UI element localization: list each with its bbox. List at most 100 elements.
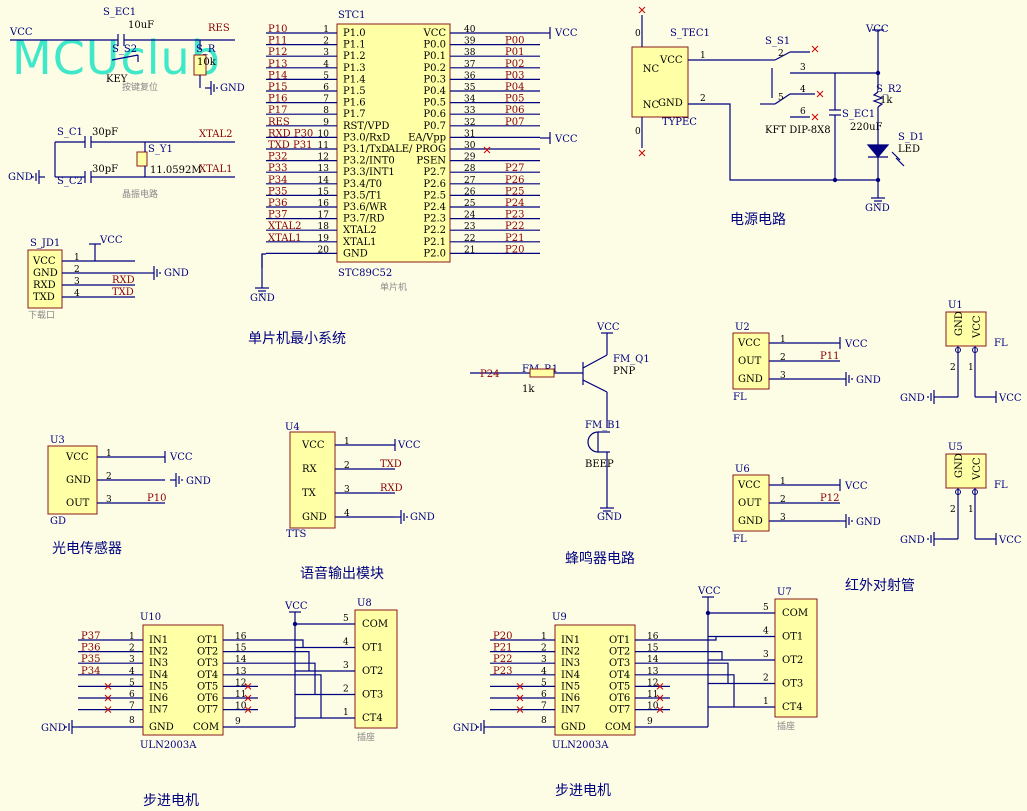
pin-number: 28 [464,164,476,174]
pin-number: 1 [700,51,706,61]
pin-number: 32 [464,118,475,128]
ir-rx-net: P11 [820,351,839,362]
uln-net-label: P22 [493,654,512,665]
mcu-net-label: P24 [505,198,524,209]
pin-number: 23 [464,222,476,232]
uln-net-label: P34 [81,666,100,677]
pin-number: 2 [323,37,329,47]
pin-number: 1 [344,437,350,447]
pin-number: 25 [464,199,476,209]
crystal-ref: S_Y1 [148,144,173,155]
pin-number: 2 [344,461,350,471]
mcu-pin-name: P2.0 [423,248,446,259]
mcu-net-label: P12 [268,47,287,58]
uln-part: ULN2003A [552,740,609,751]
pin-number: 16 [647,632,659,642]
dipsw-ref: S_S1 [765,36,790,47]
pin-number: 1 [541,632,547,642]
pin-number: 1 [763,697,769,707]
typec-type: TYPEC [662,117,697,128]
junction-dot [292,621,298,627]
mcu-net-label: P35 [268,186,287,197]
gnd-label: GND [220,83,245,94]
ir-tx-pin-vcc: VCC [972,457,983,481]
uln-out-pin: OT3 [609,658,630,669]
jd1-note: 下载口 [28,309,55,321]
mcu-pin-name: P1.4 [343,74,366,85]
pin-number: 4 [129,667,135,677]
wire [258,674,322,718]
wire [111,54,139,61]
uln-in-pin: IN3 [561,658,580,669]
mcu-pin-name: P0.4 [423,86,446,97]
ir-tx-pin-vcc: VCC [972,315,983,339]
uln-in-pin: IN2 [561,647,580,658]
wire [258,650,310,671]
crystal-body [136,151,148,167]
beep-symbol [587,431,599,453]
jd1-pin-txd: TXD [33,292,55,303]
no-connect-mark [811,113,819,121]
mcu-pin-name: P1.3 [343,63,366,74]
crystal-c2-value: 30pF [92,164,118,175]
ir-rx-part: FL [733,534,747,545]
pin-number: 3 [763,650,769,660]
mcu-pin-name: P3.0/RxD [343,132,390,143]
pin-number: 18 [318,222,330,232]
mcu-pin-name: P2.1 [423,237,446,248]
no-connect-mark [638,6,646,14]
jd1-rxd-net: RXD [112,275,135,286]
pin-number: 7 [541,702,547,712]
pin-number: 22 [464,234,475,244]
no-connect-mark [656,683,664,690]
light-pin-vcc: VCC [65,452,89,463]
mcu-pin-name: P2.3 [423,214,446,225]
pin-number: 5 [541,678,547,688]
uln-out-pin: OT7 [609,705,630,716]
jd1-body [27,249,63,309]
typec-pin-gnd: GND [658,98,683,109]
pin-number: 3 [343,661,349,671]
no-connect-mark [244,683,252,690]
beep-ref: FM_B1 [585,420,621,431]
pin-number: 6 [129,690,135,700]
pin-number: 11 [318,141,329,151]
pin-number: 3 [780,513,786,523]
mcu-pin-name: P0.0 [423,40,446,51]
ir-rx-pin-out: OUT [738,356,762,367]
wire [670,650,723,660]
light-out-net: P10 [147,493,166,504]
mcu-net-label: P00 [505,36,524,47]
reset-switch-ref: S_S2 [112,44,137,55]
mcu-net-label: P25 [505,186,524,197]
uln-part: ULN2003A [140,740,197,751]
typec-ref: S_TEC1 [670,28,710,39]
mcu-pin-name: P0.1 [423,51,446,62]
gnd-label: GND [186,476,211,487]
pin-number: 35 [464,83,476,93]
mcu-pin-name: P2.7 [423,167,446,178]
pin-number: 0 [635,127,641,137]
no-connect-mark [104,706,112,713]
ir-tx-part: FL [994,480,1008,491]
junction-dot [875,177,881,183]
uln-ref: U9 [552,612,567,623]
mcu-pin-name: P1.2 [343,51,366,62]
mcu-net-label: P06 [505,105,524,116]
uln-net-label: P21 [493,643,512,654]
vcc-label: VCC [998,393,1022,404]
uln-out-pin: OT7 [197,705,218,716]
mcu-pin-name: PSEN [416,156,446,167]
mcu-net-label: TXD P31 [268,140,312,151]
pin-number: 1 [129,632,135,642]
voice-pin-rx: RX [302,464,318,475]
pin-number: 7 [129,702,135,712]
pin-number: 2 [343,685,349,695]
mcu-pin-name: P3.7/RD [343,214,385,225]
r2-resistor [872,91,884,108]
pin-number: 8 [541,716,547,726]
mcu-pin-name: P1.6 [343,98,366,109]
pin-number: 2 [950,505,956,515]
pin-number: 38 [464,48,476,58]
pin-number: 10 [647,702,659,712]
